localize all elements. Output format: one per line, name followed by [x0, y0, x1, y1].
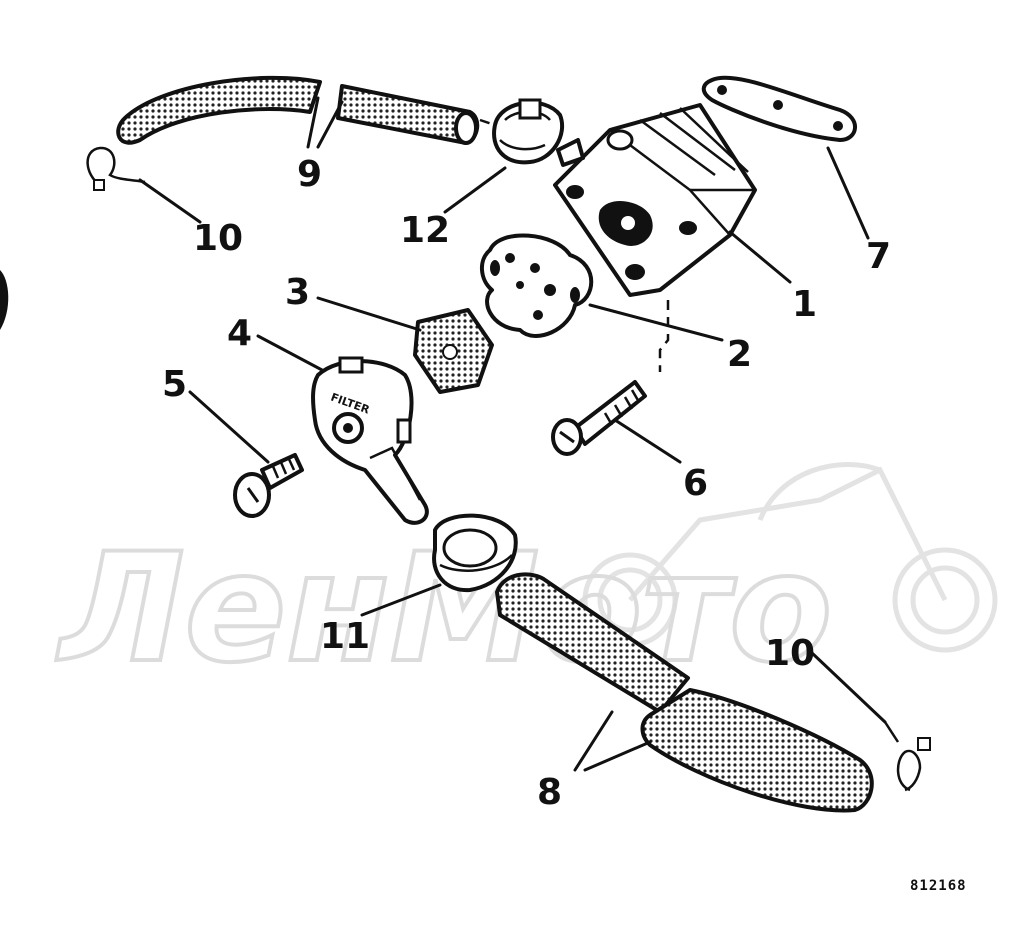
part-9-hoses [116, 75, 480, 145]
part-11-clamp [432, 513, 518, 593]
callout-4: 4 [227, 313, 252, 354]
callout-10-left: 10 [193, 218, 243, 259]
part-7-gasket-plate [701, 75, 857, 142]
callout-6: 6 [683, 463, 708, 504]
part-2-diaphragm [480, 233, 594, 338]
callout-8: 8 [537, 772, 562, 813]
part-8-hoses [495, 572, 874, 813]
part-10-clip-left [86, 146, 146, 191]
callout-10-right: 10 [765, 633, 815, 674]
callout-11: 11 [320, 616, 370, 657]
part-6-bolt [551, 380, 647, 456]
callout-5: 5 [162, 364, 187, 405]
callout-1: 1 [792, 284, 817, 325]
part-1-pump-body [553, 103, 757, 297]
callout-7: 7 [866, 236, 891, 277]
assembly-guide-lines [479, 118, 670, 372]
part-4-filter-cover: FILTER [311, 356, 429, 525]
part-3-filter-screen [413, 308, 494, 394]
part-5-screw [233, 453, 304, 518]
leader-lines [138, 96, 887, 772]
callouts: 9 10 12 7 1 2 3 4 5 6 11 10 8 [162, 154, 891, 813]
callout-12: 12 [400, 210, 450, 251]
part-10-clip-right [883, 721, 931, 792]
part-12-clamp [492, 98, 564, 165]
callout-3: 3 [285, 272, 310, 313]
callout-2: 2 [727, 334, 752, 375]
edge-fragment [0, 270, 9, 330]
callout-9: 9 [297, 154, 322, 195]
reference-code: 812168 [910, 878, 967, 894]
